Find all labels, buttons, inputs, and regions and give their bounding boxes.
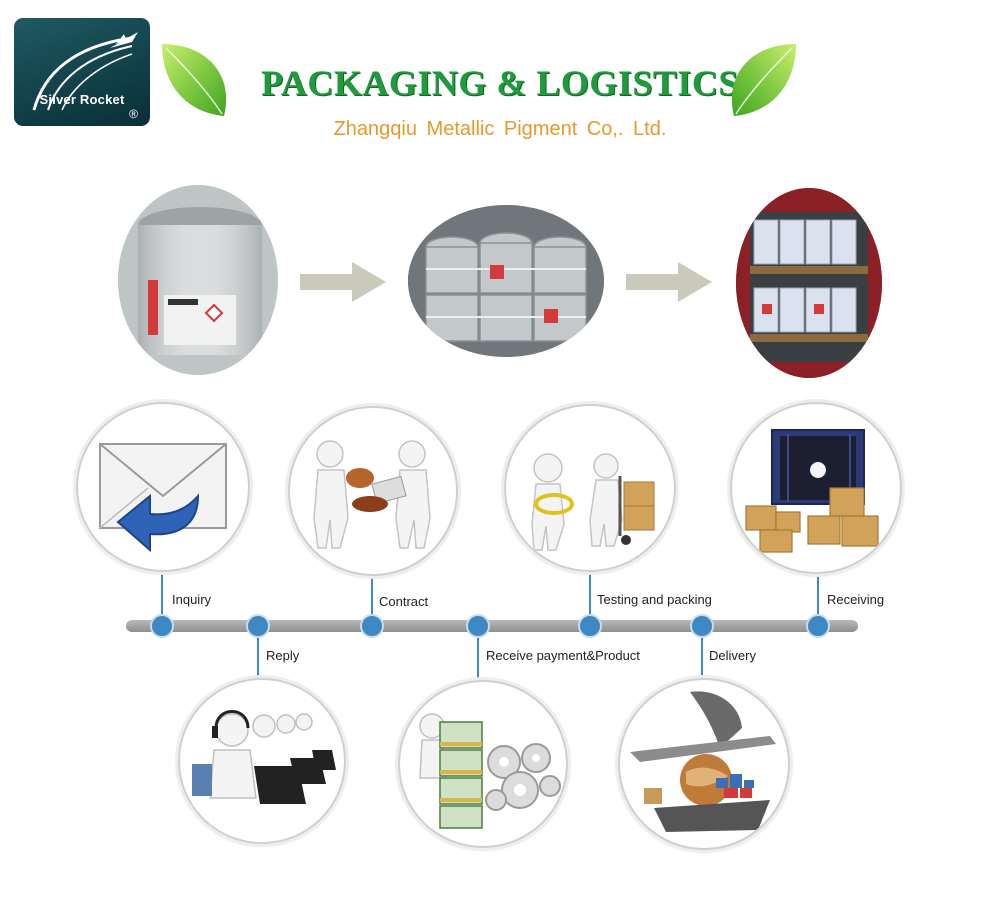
step-label-testing: Testing and packing xyxy=(597,592,712,607)
step-label-receiving: Receiving xyxy=(827,592,885,607)
right-leaf-icon xyxy=(731,44,796,116)
step-image-contract xyxy=(288,406,458,576)
registered-mark: ® xyxy=(129,107,138,121)
connector-line xyxy=(589,568,591,626)
step-image-receiving xyxy=(730,402,902,574)
step-image-delivery xyxy=(618,678,790,850)
connector-line xyxy=(257,626,259,678)
timeline-node-reply xyxy=(246,614,270,638)
connector-line xyxy=(477,626,479,682)
step-label-reply: Reply xyxy=(266,648,300,663)
call-center-icon xyxy=(192,710,336,804)
container-boxes-icon xyxy=(745,429,879,553)
connector-line xyxy=(701,626,703,682)
page-title: PACKAGING & LOGISTICS xyxy=(261,63,739,103)
timeline-node-delivery xyxy=(690,614,714,638)
envelope-reply-icon xyxy=(99,443,227,553)
company-name: Zhangqiu Metallic Pigment Co,. Ltd. xyxy=(333,118,667,140)
step-label-delivery: Delivery xyxy=(709,648,756,663)
contract-handshake-icon xyxy=(313,440,431,549)
connector-line xyxy=(161,568,163,626)
money-gears-icon xyxy=(419,713,561,829)
step-label-payment: Receive payment&Product xyxy=(486,648,640,663)
photo-loaded-container xyxy=(736,188,882,378)
timeline-node-payment xyxy=(466,614,490,638)
photo-single-pail xyxy=(118,185,278,375)
timeline-node-testing xyxy=(578,614,602,638)
photo-pallet-of-pails xyxy=(408,205,604,357)
left-leaf-icon xyxy=(162,44,227,116)
step-label-contract: Contract xyxy=(379,594,429,609)
timeline-bar xyxy=(126,620,858,632)
timeline-node-inquiry xyxy=(150,614,174,638)
plane-ship-globe-icon xyxy=(630,691,776,832)
connector-line xyxy=(371,572,373,626)
step-image-inquiry xyxy=(76,402,250,572)
step-image-payment xyxy=(398,680,568,848)
rocket-icon xyxy=(32,32,138,111)
timeline-node-receiving xyxy=(806,614,830,638)
connector-line xyxy=(817,572,819,626)
step-image-reply xyxy=(178,678,346,844)
arrow-right-icon xyxy=(300,262,386,302)
inspect-boxes-icon xyxy=(531,453,655,551)
step-image-testing xyxy=(504,404,676,572)
step-label-inquiry: Inquiry xyxy=(172,592,212,607)
timeline-node-contract xyxy=(360,614,384,638)
company-logo: Silver Rocket ® xyxy=(14,18,150,126)
arrow-right-icon xyxy=(626,262,712,302)
logo-text: Silver Rocket xyxy=(39,92,125,107)
